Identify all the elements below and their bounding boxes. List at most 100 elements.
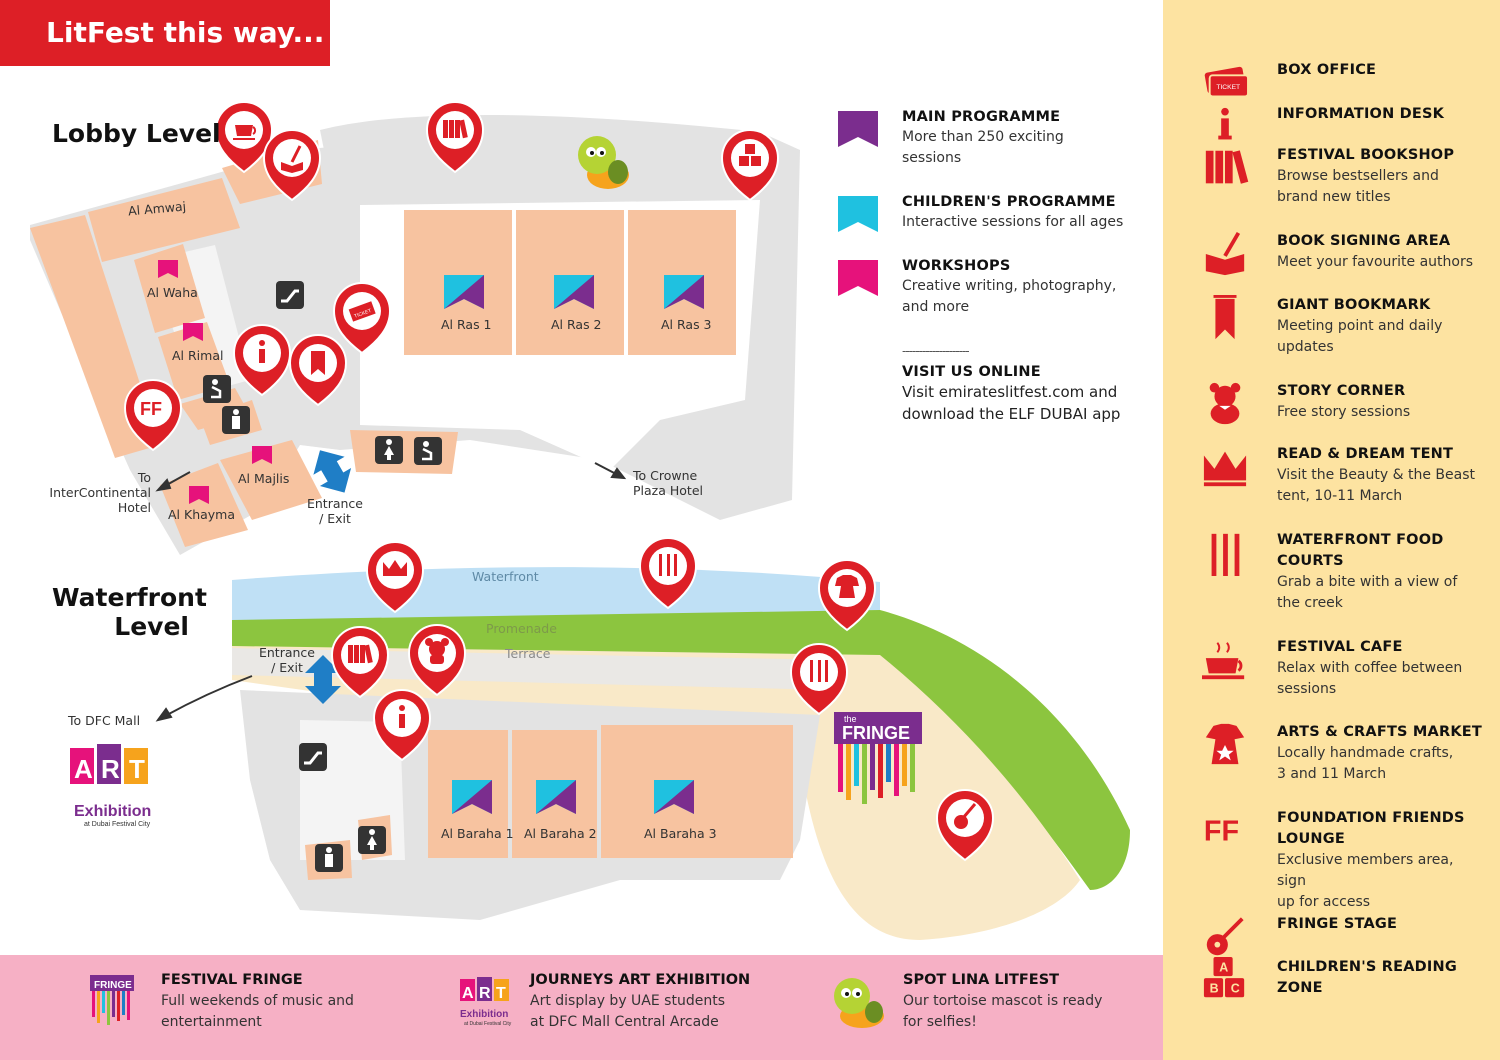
ticket-icon: TICKET xyxy=(1204,66,1249,98)
legend-desc: Relax with coffee between xyxy=(1277,660,1463,676)
legend-title: FRINGE STAGE xyxy=(1277,916,1398,932)
direction-text: Plaza Hotel xyxy=(633,483,703,498)
fringe-logo-small-icon: FRINGE xyxy=(90,975,134,1025)
escalator-icon xyxy=(276,281,304,309)
teddy-bear-icon xyxy=(1209,382,1241,425)
room-label: Al Baraha 1 xyxy=(441,826,514,841)
direction-text: Entrance xyxy=(306,496,363,511)
map-pin-box-office[interactable]: TICKET xyxy=(333,282,391,354)
visit-online: -------------------- VISIT US ONLINE Vis… xyxy=(902,344,1152,425)
bottom-desc: Art display by UAE students xyxy=(530,993,725,1009)
art-small-r: R xyxy=(479,985,491,1002)
legend-title: GIANT BOOKMARK xyxy=(1277,297,1431,313)
legend-title: STORY CORNER xyxy=(1277,383,1406,399)
fringe-logo-word: FRINGE xyxy=(842,723,910,743)
programme-desc-line: Interactive sessions for all ages xyxy=(902,214,1124,230)
legend-desc: up for access xyxy=(1277,894,1371,910)
art-exhibition-logo: A R T Exhibition at Dubai Festival City xyxy=(70,744,151,828)
direction-arrows xyxy=(155,462,627,722)
legend-desc: sessions xyxy=(1277,681,1337,697)
fringe-logo-the: the xyxy=(844,714,857,724)
direction-text: Hotel xyxy=(117,500,151,515)
map-pin-bookshop[interactable] xyxy=(426,101,484,173)
programme-title: CHILDREN'S PROGRAMME xyxy=(902,194,1116,210)
legend-desc: 3 and 11 March xyxy=(1277,766,1387,782)
map-pin-foundation-friends[interactable]: FF xyxy=(124,379,182,451)
crown-icon xyxy=(1203,451,1247,487)
bottom-desc: entertainment xyxy=(161,1014,262,1030)
art-small-sub: at Dubai Festival City xyxy=(464,1021,512,1027)
map-pin-food-court[interactable] xyxy=(790,643,848,715)
ff-icon: FF xyxy=(1204,816,1239,848)
map-pin-cafe[interactable] xyxy=(215,101,273,173)
art-logo-r: R xyxy=(101,754,120,784)
map-pin-story-corner[interactable] xyxy=(408,624,466,696)
art-small-t: T xyxy=(496,985,506,1002)
legend-title: ZONE xyxy=(1277,980,1323,996)
map-pin-food-court[interactable] xyxy=(639,537,697,609)
legend-desc: Grab a bite with a view of xyxy=(1277,574,1458,590)
legend-title: BOOK SIGNING AREA xyxy=(1277,233,1451,249)
art-logo-word: Exhibition xyxy=(74,803,151,820)
programme-desc: Interactive sessions for all ages xyxy=(902,212,1142,233)
legend-title: INFORMATION DESK xyxy=(1277,106,1445,122)
ticket-icon-text: TICKET xyxy=(1216,84,1240,91)
map-pin-reading-zone[interactable] xyxy=(721,129,779,201)
map-pin-bookmark[interactable] xyxy=(289,334,347,406)
books-icon xyxy=(1205,150,1249,184)
male-restroom-icon xyxy=(222,406,250,434)
map-pin-bookshop[interactable] xyxy=(331,626,389,698)
entrance-exit-lobby: Entrance / Exit xyxy=(300,496,370,526)
info-icon xyxy=(1218,107,1232,140)
room-label: Al Waha xyxy=(147,285,198,300)
programme-flag-icon xyxy=(838,196,878,232)
map-pin-fringe-stage[interactable] xyxy=(936,789,994,861)
map-pin-read-dream-tent[interactable] xyxy=(366,541,424,613)
male-restroom-icon xyxy=(315,844,343,872)
zone-label-promenade: Promenade xyxy=(486,621,557,636)
legend-desc: brand new titles xyxy=(1277,189,1391,205)
art-small-a: A xyxy=(462,985,474,1002)
legend-desc: Locally handmade crafts, xyxy=(1277,745,1454,761)
prayer-room-icon xyxy=(414,437,442,465)
bottom-title: FESTIVAL FRINGE xyxy=(161,972,303,988)
map-pin-information[interactable] xyxy=(373,689,431,761)
art-logo-a: A xyxy=(74,754,93,784)
legend-title: FESTIVAL CAFE xyxy=(1277,639,1403,655)
programme-desc: Creative writing, photography,and more xyxy=(902,276,1142,318)
pin-ff-text: FF xyxy=(140,399,162,419)
legend-title: CHILDREN'S READING xyxy=(1277,959,1457,975)
programme-flag-icon xyxy=(838,111,878,147)
room-label: Al Baraha 3 xyxy=(644,826,717,841)
page-banner: LitFest this way... xyxy=(0,0,330,66)
direction-intercontinental: To InterContinental Hotel xyxy=(46,470,151,515)
programme-desc-line: Creative writing, photography, xyxy=(902,278,1117,294)
tortoise-mascot-icon xyxy=(578,136,629,189)
room-label: Al Ras 1 xyxy=(441,317,492,332)
map-pin-arts-crafts[interactable] xyxy=(818,559,876,631)
direction-text: Entrance xyxy=(258,645,315,660)
waterfront-level-title-line: Waterfront xyxy=(52,583,207,612)
art-logo-t: T xyxy=(129,754,145,784)
female-restroom-icon xyxy=(375,436,403,464)
legend-desc: updates xyxy=(1277,339,1334,355)
map-pin-information[interactable] xyxy=(233,324,291,396)
zone-label-waterfront: Waterfront xyxy=(472,569,539,584)
abc-block-letter: C xyxy=(1231,981,1240,995)
map-pin-book-signing[interactable] xyxy=(263,129,321,201)
legend-desc: the creek xyxy=(1277,595,1343,611)
female-restroom-icon xyxy=(358,826,386,854)
online-divider: -------------------- xyxy=(902,344,970,358)
room-label: Al Ras 2 xyxy=(551,317,602,332)
pin-ticket-text: TICKET xyxy=(354,308,373,320)
waterfront-level-title-line: Level xyxy=(114,612,189,641)
